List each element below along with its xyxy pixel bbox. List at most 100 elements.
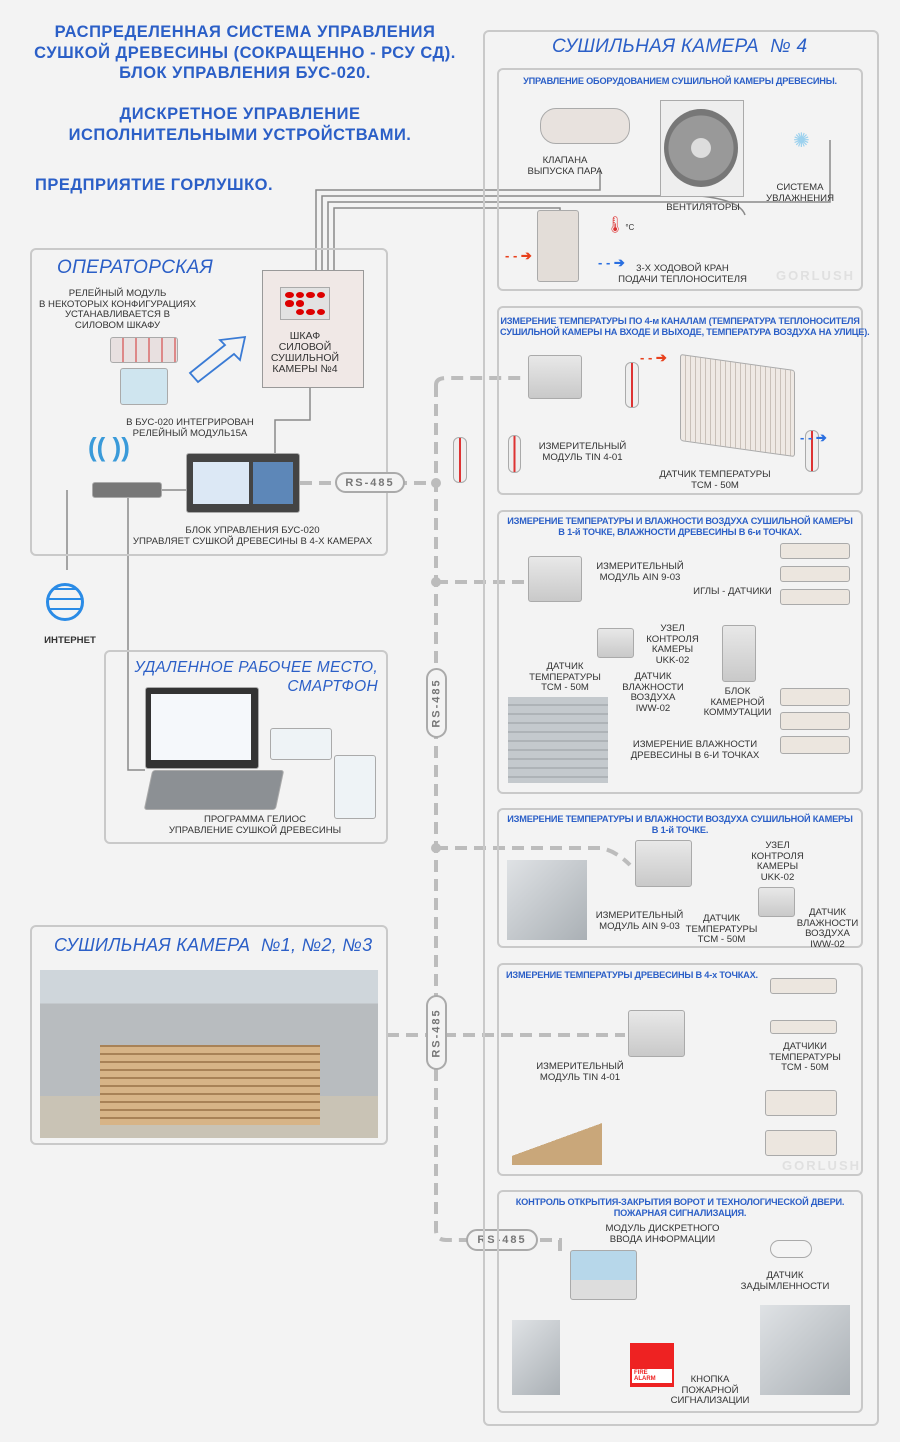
text-line: ИЗМЕРЕНИЕ ТЕМПЕРАТУРЫ И ВЛАЖНОСТИ ВОЗДУХ… (507, 814, 853, 824)
humidifier-label: СИСТЕМА УВЛАЖНЕНИЯ (760, 182, 840, 204)
wood-board (770, 1020, 837, 1034)
text-line: ПРОГРАММА ГЕЛИОС (203, 814, 307, 825)
text-line: КАМЕРЫ (756, 861, 799, 872)
bus-node (431, 843, 441, 853)
fan-icon (660, 100, 744, 197)
rs485-text: RS-485 (430, 678, 443, 728)
temp-4ch-panel (497, 306, 863, 495)
text-line: ЗАДЫМЛЕННОСТИ (740, 1280, 830, 1292)
text-line: КАМЕРНОЙ (710, 696, 765, 708)
text-line: МОДУЛЬ Tin 4-01 (542, 451, 623, 463)
chambers-123-panel (30, 925, 388, 1145)
cabinet-indicator-panel (280, 287, 330, 320)
text-line: КОНТРОЛЯ (751, 850, 804, 862)
ukk-02-node (597, 628, 634, 658)
text-line: СИЛОВОМ ШКАФУ (74, 319, 161, 331)
switching-block-label: БЛОК КАМЕРНОЙ КОММУТАЦИИ (700, 686, 775, 719)
wood-board (780, 688, 850, 706)
text-line: КОНТРОЛЯ (646, 633, 699, 645)
text-line: СУШИЛЬНОЙ КАМЕРЫ НА ВХОДЕ И ВЫХОДЕ, ТЕМП… (500, 327, 870, 337)
subtitle-line: ДИСКРЕТНОЕ УПРАВЛЕНИЕ (119, 105, 361, 123)
watermark: GORLUSH (776, 268, 855, 283)
temp-sensor-label: ДАТЧИК ТЕМПЕРАТУРЫ ТСМ - 50М (684, 913, 759, 946)
text-line: СИСТЕМА (776, 182, 824, 193)
text-line: В БУС-020 ИНТЕГРИРОВАН (126, 417, 254, 428)
title-line: СУШКОЙ ДРЕВЕСИНЫ (СОКРАЩЕННО - РСУ СД). (34, 43, 456, 62)
three-way-valve-label: 3-Х ХОДОВОЙ КРАН ПОДАЧИ ТЕПЛОНОСИТЕЛЯ (610, 263, 755, 285)
laptop-keyboard (143, 770, 285, 810)
text-line: КЛАПАНА (542, 155, 588, 166)
air-temp-humidity-panel (497, 808, 863, 948)
text-line: IWW-02 (635, 702, 671, 714)
wood-board (765, 1130, 837, 1156)
wood-board (780, 543, 850, 559)
controller-screen (193, 462, 249, 504)
internet-globe-icon[interactable] (46, 583, 84, 621)
text-line: ШКАФ (289, 330, 321, 342)
smartphone-image (334, 755, 376, 819)
text-line: ПОЖАРНАЯ СИГНАЛИЗАЦИЯ. (613, 1208, 747, 1218)
text-line: ПОЖАРНОЙ (681, 1384, 739, 1396)
wifi-icon: (( )) (88, 432, 130, 462)
text-line: ИЗМЕРЕНИЕ ТЕМПЕРАТУРЫ И ВЛАЖНОСТИ ВОЗДУХ… (507, 516, 853, 526)
module-label: ИЗМЕРИТЕЛЬНЫЙ МОДУЛЬ Tin 4-01 (530, 1061, 630, 1083)
text-line: РЕЛЕЙНЫЙ МОДУЛЬ (68, 288, 167, 299)
text-line: ТСМ - 50М (541, 682, 589, 693)
ukk-02-node (758, 887, 795, 917)
text-line: UKK-02 (655, 654, 690, 666)
text-line: УЗЕЛ (765, 840, 790, 851)
router (92, 482, 162, 498)
panel-title: ИЗМЕРЕНИЕ ТЕМПЕРАТУРЫ ПО 4-м КАНАЛАМ (ТЕ… (500, 316, 870, 338)
panel-title: ИЗМЕРЕНИЕ ТЕМПЕРАТУРЫ И ВЛАЖНОСТИ ВОЗДУХ… (500, 516, 860, 538)
text-line: ТЕМПЕРАТУРЫ (769, 1051, 841, 1063)
temp-sensor-label: ДАТЧИК ТЕМПЕРАТУРЫ ТСМ - 50М (525, 661, 605, 694)
module-installation-photo (507, 860, 587, 940)
steam-valve-image (540, 108, 630, 144)
text-line: ТСМ - 50М (781, 1062, 829, 1073)
text-line: КНОПКА (690, 1374, 730, 1385)
text-line: БЛОК УПРАВЛЕНИЯ БУС-020 (185, 525, 320, 536)
module-label: ИЗМЕРИТЕЛЬНЫЙ МОДУЛЬ Tin 4-01 (530, 441, 635, 463)
heat-exchanger-image (680, 353, 795, 458)
text-line: КАМЕРЫ (651, 644, 694, 655)
text-line: УДАЛЕННОЕ РАБОЧЕЕ МЕСТО, (134, 659, 378, 676)
humidity-sensor-label: ДАТЧИК ВЛАЖНОСТИ ВОЗДУХА IWW-02 (795, 907, 860, 950)
remote-workplace-heading: УДАЛЕННОЕ РАБОЧЕЕ МЕСТО, СМАРТФОН (110, 658, 378, 696)
tin-4-01-module (528, 355, 582, 399)
humidifier-nozzle-icon: ✺ (793, 130, 810, 152)
cold-flow-arrow-icon: - - ➔ (800, 430, 827, 445)
text-line: ДАТЧИК (546, 661, 584, 672)
title-line: РАСПРЕДЕЛЕННАЯ СИСТЕМА УПРАВЛЕНИЯ (54, 23, 436, 41)
wood-temp-panel (497, 963, 863, 1176)
cold-flow-arrow-icon: - - ➔ (598, 255, 625, 270)
integrated-relay-note: В БУС-020 ИНТЕГРИРОВАН РЕЛЕЙНЫЙ МОДУЛЬ15… (110, 417, 270, 439)
relay-module-image (120, 368, 168, 405)
panel-title: КОНТРОЛЬ ОТКРЫТИЯ-ЗАКРЫТИЯ ВОРОТ И ТЕХНО… (500, 1197, 860, 1219)
discrete-module-label: МОДУЛЬ ДИСКРЕТНОГО ВВОДА ИНФОРМАЦИИ (595, 1223, 730, 1245)
text-line: ВОЗДУХА (805, 928, 850, 939)
module-label: ИЗМЕРИТЕЛЬНЫЙ МОДУЛЬ Ain 9-03 (592, 910, 687, 932)
equipment-control-panel (497, 68, 863, 291)
power-cabinet: ШКАФ СИЛОВОЙ СУШИЛЬНОЙ КАМЕРЫ №4 (262, 270, 364, 388)
program-caption: ПРОГРАММА ГЕЛИОС УПРАВЛЕНИЕ СУШКОЙ ДРЕВЕ… (150, 814, 360, 836)
rs485-label: RS-485 (335, 472, 405, 493)
thermometer-icon: 🌡°C (605, 217, 635, 234)
sensors-label: ДАТЧИКИ ТЕМПЕРАТУРЫ ТСМ - 50М (765, 1041, 845, 1074)
node-label: УЗЕЛ КОНТРОЛЯ КАМЕРЫ UKK-02 (640, 623, 705, 666)
panel-title: ИЗМЕРЕНИЕ ТЕМПЕРАТУРЫ И ВЛАЖНОСТИ ВОЗДУХ… (500, 814, 860, 836)
ain-9-03-module (528, 556, 582, 602)
fire-alarm-button: FIRE ALARM (630, 1343, 674, 1387)
subtitle-line: ИСПОЛНИТЕЛЬНЫМИ УСТРОЙСТВАМИ. (68, 125, 412, 144)
doors-fire-alarm-panel (497, 1190, 863, 1413)
text-line: IWW-02 (810, 938, 845, 950)
thermometer-icon (805, 430, 819, 472)
text-line: МОДУЛЬ ДИСКРЕТНОГО (605, 1223, 720, 1234)
text-line: UKK-02 (760, 871, 795, 883)
module-installation-photo (512, 1093, 602, 1165)
text-line: УВЛАЖНЕНИЯ (765, 192, 835, 204)
wood-board (770, 978, 837, 994)
text-line: СИЛОВОЙ (278, 341, 332, 353)
relay-modules-image (110, 337, 178, 363)
hot-flow-arrow-icon: - - ➔ (505, 248, 532, 263)
